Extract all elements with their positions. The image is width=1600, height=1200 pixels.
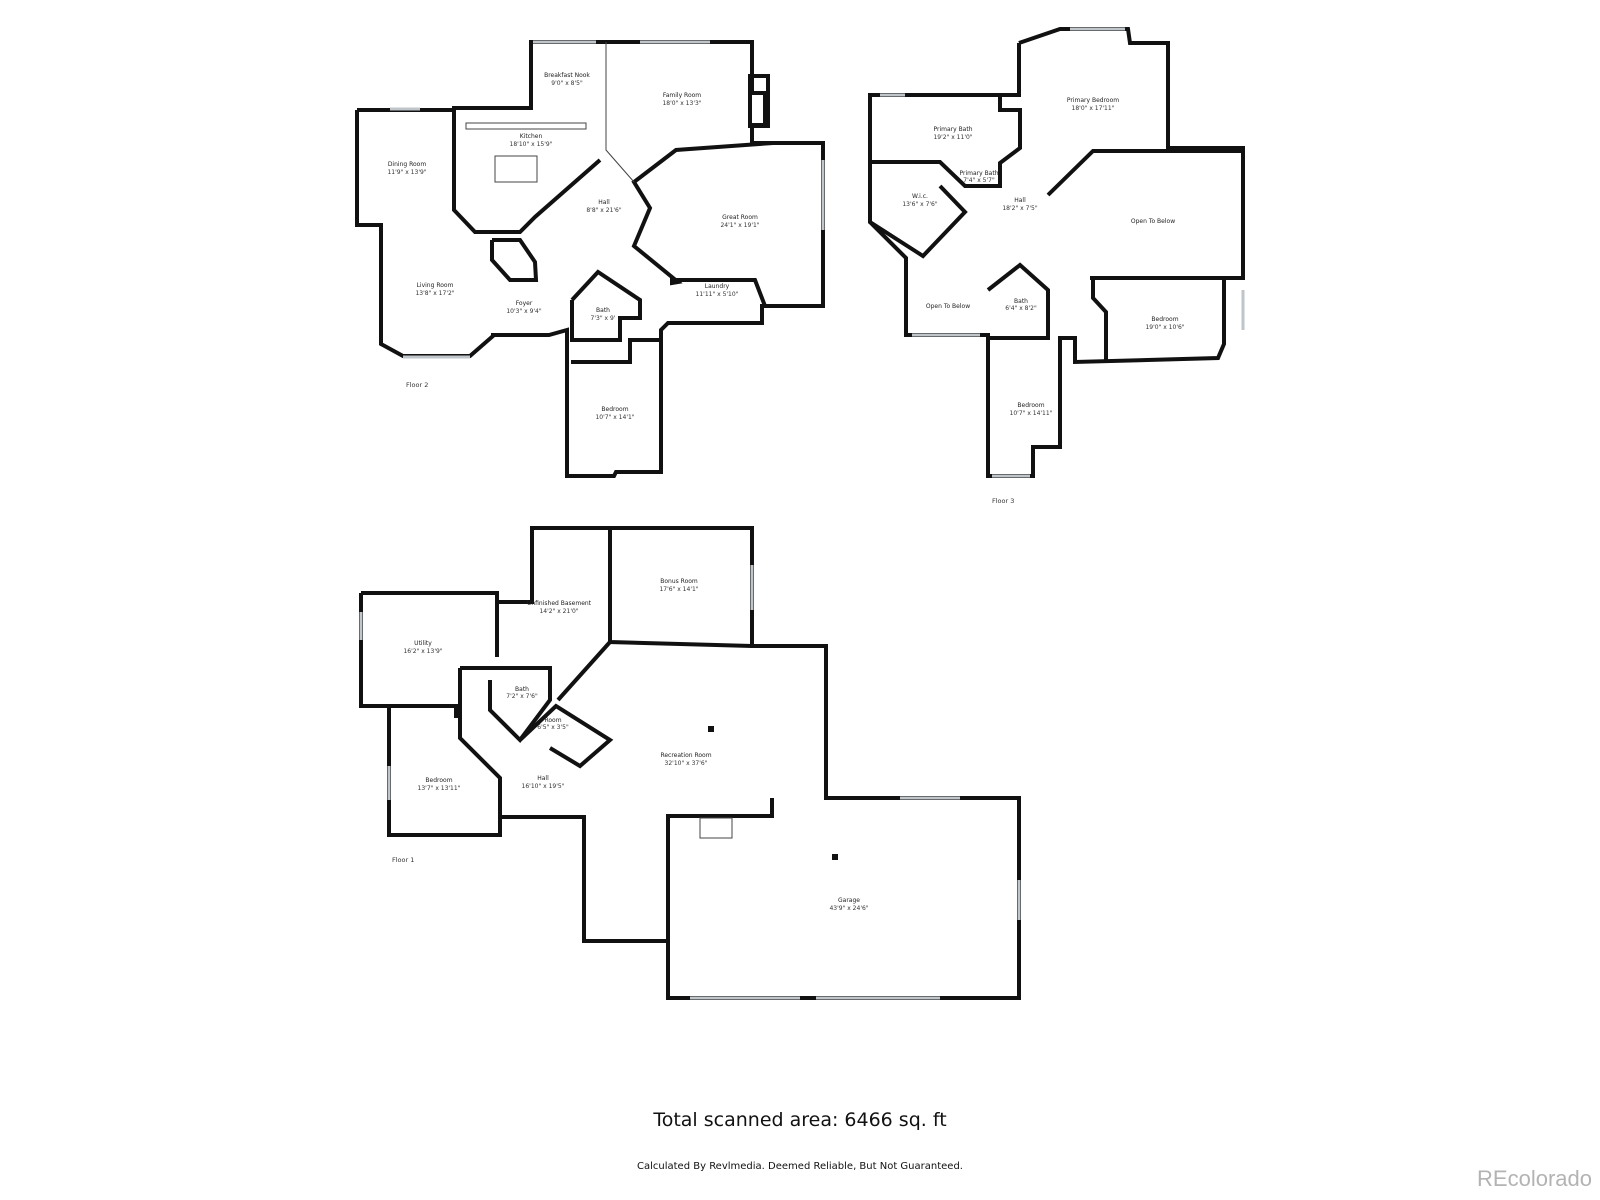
room-dimension: 17'6" x 14'1" <box>659 586 699 593</box>
room-dimension: 6'4" x 8'2" <box>1005 305 1037 312</box>
floor-2-stair-wall <box>490 238 539 282</box>
room-label: Primary Bath <box>933 126 973 133</box>
floor-1-plan <box>359 526 1021 1000</box>
fireplace <box>748 74 770 128</box>
room-dimension: 7'4" x 5'7" <box>963 177 995 184</box>
floor-2-inner-lines <box>605 42 635 183</box>
room-dimension: 16'2" x 13'9" <box>403 648 443 655</box>
room-label: Bedroom <box>425 777 453 784</box>
kitchen-counter <box>465 122 587 130</box>
floor-3-label: Floor 3 <box>992 497 1015 505</box>
brand-watermark: REcolorado <box>1477 1166 1592 1191</box>
room-label: Room <box>544 717 562 724</box>
room-label: Primary Bath <box>959 170 999 177</box>
room-label: Open To Below <box>925 303 971 310</box>
room-dimension: 8'8" x 21'6" <box>586 207 622 214</box>
room-label: Hall <box>537 775 549 782</box>
room-label: Bedroom <box>1017 402 1045 409</box>
room-label: Bath <box>515 686 529 693</box>
garage-post <box>832 854 838 860</box>
floor-1-label: Floor 1 <box>392 856 415 864</box>
room-dimension: 11'11" x 5'10" <box>695 291 739 298</box>
room-dimension: 9'0" x 8'5" <box>551 80 583 87</box>
room-dimension: 18'0" x 17'11" <box>1071 105 1115 112</box>
room-dimension: 16'10" x 19'5" <box>521 783 565 790</box>
room-dimension: 10'7" x 14'1" <box>595 414 635 421</box>
floor-2-plan <box>355 40 825 478</box>
floor-3-bath-wall <box>870 95 1022 188</box>
floor-3-outer-wall <box>868 27 1245 478</box>
room-dimension: 43'9" x 24'6" <box>829 905 869 912</box>
room-label: Recreation Room <box>660 752 712 759</box>
room-label: Open To Below <box>1130 218 1176 225</box>
disclaimer-text: Calculated By Revlmedia. Deemed Reliable… <box>637 1161 963 1172</box>
room-dimension: 19'2" x 11'0" <box>933 134 973 141</box>
room-label: Garage <box>838 897 860 904</box>
room-dimension: 10'7" x 14'11" <box>1009 410 1053 417</box>
room-label: Bedroom <box>1151 316 1179 323</box>
room-label: Utility <box>414 640 432 647</box>
floor-1-rec-wall <box>666 798 774 941</box>
floor-1-room-wall <box>518 703 614 769</box>
room-dimension: 11'9" x 13'9" <box>387 169 427 176</box>
room-label: Hall <box>1014 197 1026 204</box>
room-dimension: 18'0" x 13'3" <box>662 100 702 107</box>
floor-1-outer-wall <box>359 526 1021 1000</box>
room-label: Laundry <box>704 283 730 290</box>
room-dimension: 14'2" x 21'0" <box>539 608 579 615</box>
room-label: Family Room <box>662 92 702 99</box>
floor-3-open-below-wall <box>1046 149 1243 197</box>
floor-1-bath-wall <box>460 666 552 744</box>
room-label: Primary Bedroom <box>1066 97 1120 104</box>
floor-2-bedroom-wall <box>571 338 661 364</box>
room-label: Bath <box>1014 298 1028 305</box>
room-label: Hall <box>598 199 610 206</box>
floor-3-wic-wall <box>868 162 968 259</box>
stair-landing <box>699 817 733 839</box>
room-label: Kitchen <box>519 133 543 140</box>
room-dimension: 13'6" x 7'6" <box>902 201 938 208</box>
floor-1-stair-diag <box>556 640 612 702</box>
room-label: Unfinished Basement <box>526 600 592 607</box>
room-dimension: 19'0" x 10'6" <box>1145 324 1185 331</box>
room-dimension: 13'8" x 17'2" <box>415 290 455 297</box>
floor-2-label: Floor 2 <box>406 381 429 389</box>
room-dimension: 10'3" x 9'4" <box>506 308 542 315</box>
floor-2-bath-wall <box>570 269 642 342</box>
floor-3-hall-angle <box>1091 278 1108 362</box>
floor-3-bath-small-wall <box>986 262 1050 340</box>
floor-1-hall-wall <box>458 668 502 817</box>
floor-2-kitchen-wall <box>452 110 602 234</box>
room-label: Foyer <box>515 300 533 307</box>
room-label: Great Room <box>722 214 758 221</box>
room-label: Bath <box>596 307 610 314</box>
room-dimension: 32'10" x 37'6" <box>664 760 708 767</box>
kitchen-island <box>494 155 538 183</box>
room-label: W.i.c. <box>912 193 928 200</box>
room-dimension: 7'3" x 9' <box>590 315 616 322</box>
room-dimension: 13'7" x 13'11" <box>417 785 461 792</box>
room-label: Breakfast Nook <box>544 72 590 79</box>
room-label: Dining Room <box>387 161 427 168</box>
room-label: Living Room <box>416 282 454 289</box>
total-scanned-area: Total scanned area: 6466 sq. ft <box>653 1109 947 1131</box>
floor-1-utility-wall <box>361 704 458 718</box>
floor-3-plan <box>868 27 1245 478</box>
room-dimension: 6'5" x 3'5" <box>537 724 569 731</box>
floor-2-north-wall <box>357 40 773 145</box>
room-dimension: 18'2" x 7'5" <box>1002 205 1038 212</box>
room-dimension: 18'10" x 15'9" <box>509 141 553 148</box>
room-label: Bonus Room <box>660 578 698 585</box>
room-dimension: 24'1" x 19'1" <box>720 222 760 229</box>
room-label: Bedroom <box>601 406 629 413</box>
room-dimension: 7'2" x 7'6" <box>506 693 538 700</box>
support-post <box>708 726 714 732</box>
